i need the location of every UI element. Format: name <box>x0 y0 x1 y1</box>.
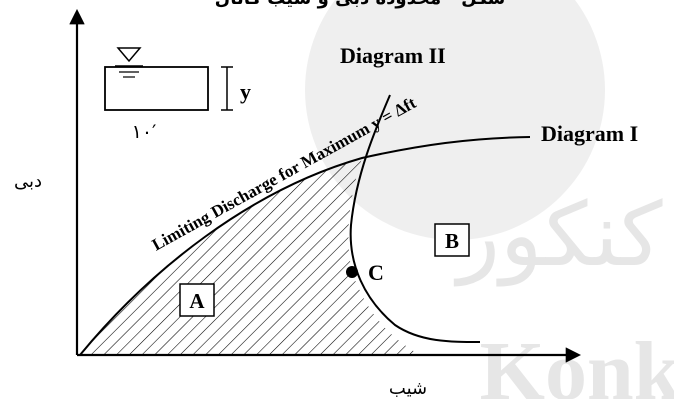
region-a-label: A <box>189 289 205 313</box>
diagram-1-label: Diagram I <box>541 121 638 146</box>
region-b-label: B <box>445 229 459 253</box>
channel-inset: y ۱۰′ <box>104 47 251 143</box>
point-c-marker <box>346 266 358 278</box>
y-axis-label: دبی <box>14 171 42 192</box>
watermark: کنکور Konk <box>305 0 674 404</box>
water-level-triangle <box>116 47 142 63</box>
watermark-persian: کنکور <box>453 183 662 287</box>
width-label: ۱۰′ <box>132 121 157 143</box>
watermark-circle <box>305 0 605 240</box>
region-b-box <box>434 223 470 257</box>
region-a-hatch <box>80 158 420 355</box>
point-c-label: C <box>368 260 384 285</box>
x-axis-label: شیب <box>389 378 427 399</box>
diagram-2-label: Diagram II <box>340 43 446 68</box>
diagram-1-curve <box>79 136 531 356</box>
depth-label: y <box>240 79 251 104</box>
top-caption: شکل - محدوده دبی و شیب کانال <box>215 0 506 9</box>
region-a-box <box>179 283 215 317</box>
watermark-latin: Konk <box>480 325 674 399</box>
channel-box <box>104 66 209 111</box>
